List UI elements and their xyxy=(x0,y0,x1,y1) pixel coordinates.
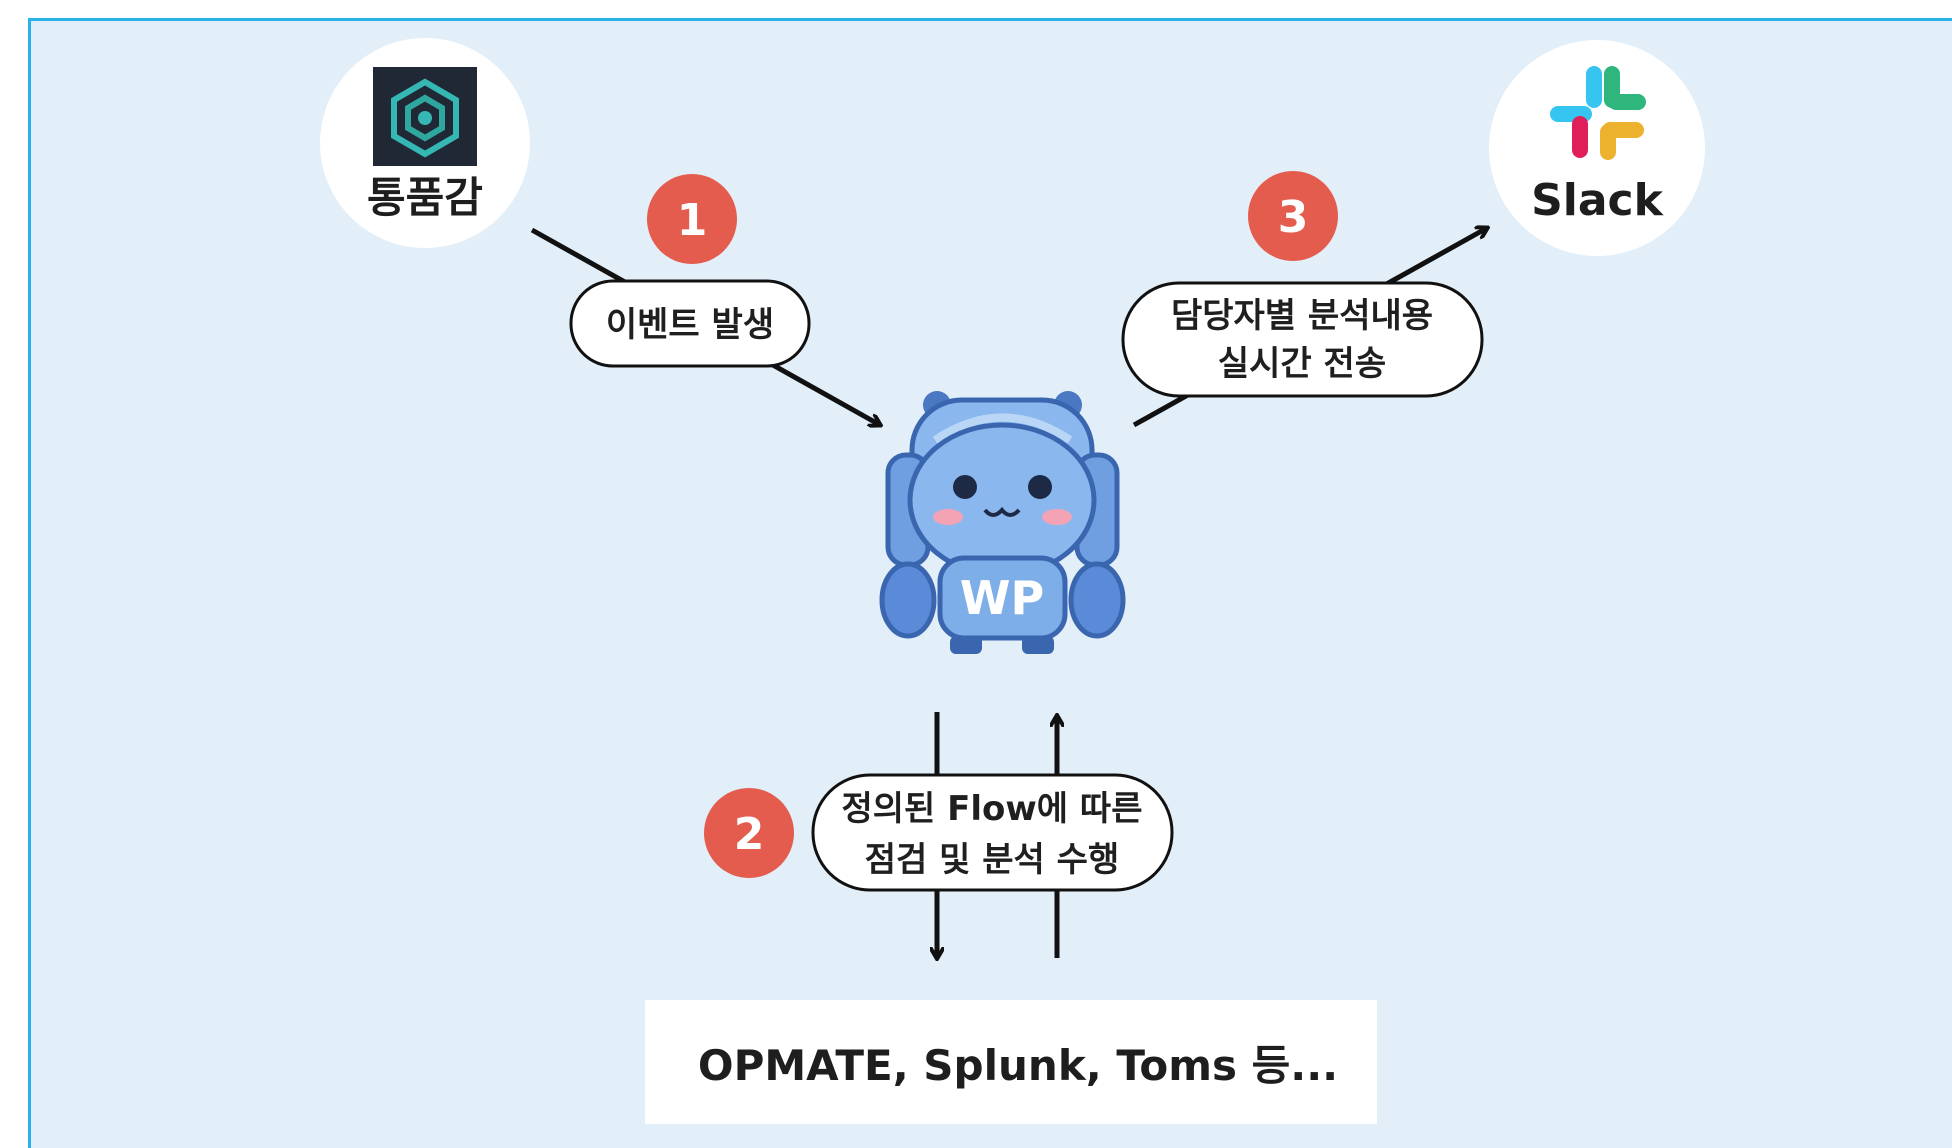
step-1-label: 이벤트 발생 xyxy=(606,305,774,345)
step-3-label-line-1: 담당자별 분석내용 xyxy=(1171,296,1433,336)
systems-label: OPMATE, Splunk, Toms 등... xyxy=(698,1041,1338,1090)
wp-robot-icon: WP xyxy=(879,391,1126,654)
step-2-label-line-2: 점검 및 분석 수행 xyxy=(865,840,1119,880)
destination-node: Slack xyxy=(1489,40,1705,256)
bot-label: WP xyxy=(960,571,1044,625)
step-2: 2 정의된 Flow에 따른 점검 및 분석 수행 xyxy=(704,773,1174,892)
slack-logo-icon xyxy=(1550,66,1646,160)
step-2-number: 2 xyxy=(734,809,765,860)
step-3-label-line-2: 실시간 전송 xyxy=(1218,344,1386,384)
source-node: 통품감 xyxy=(320,38,530,248)
source-label: 통품감 xyxy=(367,173,483,222)
tongpumgam-logo-icon xyxy=(373,67,477,166)
step-3: 3 담당자별 분석내용 실시간 전송 xyxy=(1121,171,1484,398)
step-1: 1 이벤트 발생 xyxy=(569,174,811,368)
destination-label: Slack xyxy=(1531,175,1665,226)
step-3-number: 3 xyxy=(1278,192,1309,243)
step-1-number: 1 xyxy=(677,195,708,246)
systems-node: OPMATE, Splunk, Toms 등... xyxy=(645,1000,1377,1124)
step-2-label-line-1: 정의된 Flow에 따른 xyxy=(841,789,1142,829)
